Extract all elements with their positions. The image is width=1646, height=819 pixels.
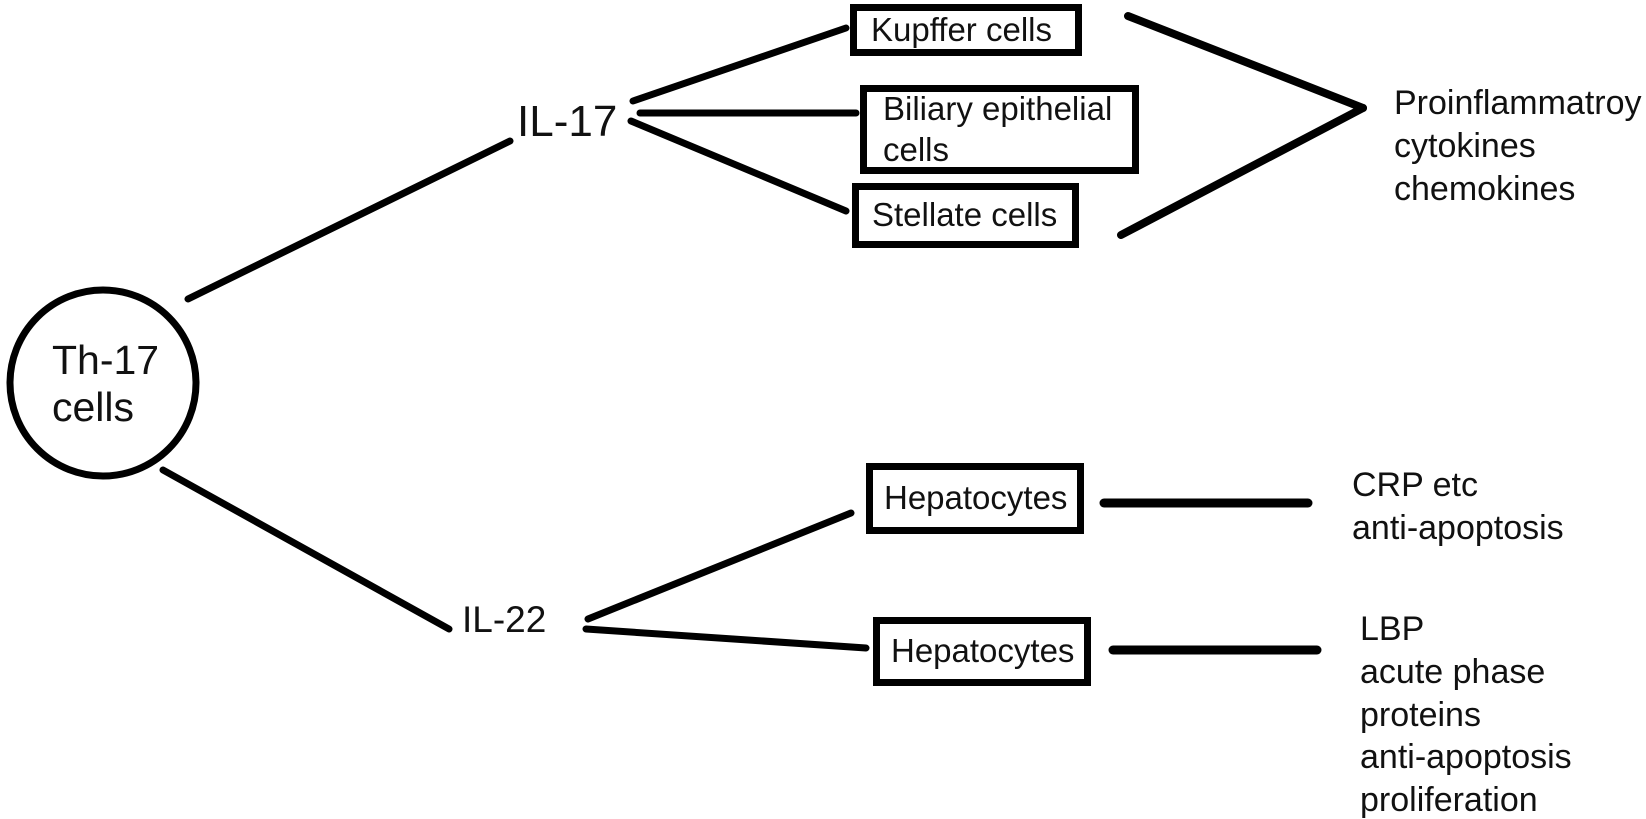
connector-il17-stellate xyxy=(627,117,850,215)
connector-il17-kupffer xyxy=(629,24,850,105)
node-kupffer-cells: Kupffer cells xyxy=(850,4,1082,56)
connector-kupffer-proinflammatory xyxy=(1124,12,1367,112)
connector-th17-il22 xyxy=(159,466,453,633)
connector-il22-hepatocytes-lower xyxy=(582,625,870,652)
connector-stellate-proinflammatory xyxy=(1117,104,1367,239)
node-hepatocytes-lower: Hepatocytes xyxy=(873,617,1091,686)
outcome-lbp-acute-phase: LBP acute phase proteins anti-apoptosis … xyxy=(1360,610,1572,819)
outcome-crp-anti-apoptosis: CRP etc anti-apoptosis xyxy=(1352,466,1564,547)
th17-cells-node-label: Th-17 cells xyxy=(52,337,160,431)
mediator-label-il22: IL-22 xyxy=(462,599,547,640)
outcome-proinflammatory-cytokines: Proinflammatroy cytokines chemokines xyxy=(1394,84,1642,208)
node-stellate-cells: Stellate cells xyxy=(852,183,1079,248)
mediator-label-il17: IL-17 xyxy=(517,97,618,146)
connector-il22-hepatocytes-upper xyxy=(584,509,855,623)
node-biliary-epithelial-cells: Biliary epithelial cells xyxy=(860,85,1139,174)
th17-circle-shape xyxy=(6,286,200,480)
node-hepatocytes-upper: Hepatocytes xyxy=(866,463,1084,534)
connector-th17-il17 xyxy=(184,137,514,303)
